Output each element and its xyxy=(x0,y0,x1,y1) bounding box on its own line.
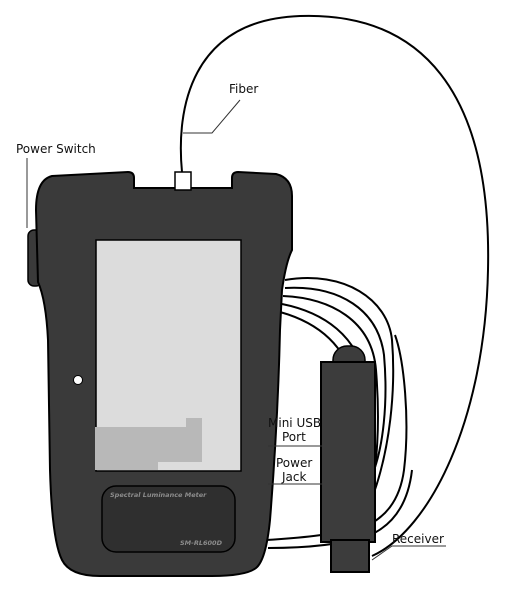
fiber-connector xyxy=(174,171,192,191)
label-power-jack-line2: Jack xyxy=(281,470,306,484)
label-mini-usb-line2: Port xyxy=(282,430,306,444)
label-mini-usb-line1: Mini USB xyxy=(268,416,321,430)
nameplate-model: SM-RL600D xyxy=(180,539,223,547)
leader-lines xyxy=(26,99,446,561)
label-fiber: Fiber xyxy=(229,82,258,96)
receiver-body xyxy=(320,361,376,543)
nameplate-title: Spectral Luminance Meter xyxy=(110,491,207,499)
fiber-cable-loop xyxy=(179,14,490,557)
label-receiver: Receiver xyxy=(392,532,444,546)
status-led xyxy=(73,375,83,385)
label-power-switch: Power Switch xyxy=(16,142,96,156)
receiver-base xyxy=(330,539,370,573)
nameplate xyxy=(101,485,236,553)
screen-obscured-block xyxy=(95,418,202,470)
label-power-jack-line1: Power xyxy=(276,456,312,470)
